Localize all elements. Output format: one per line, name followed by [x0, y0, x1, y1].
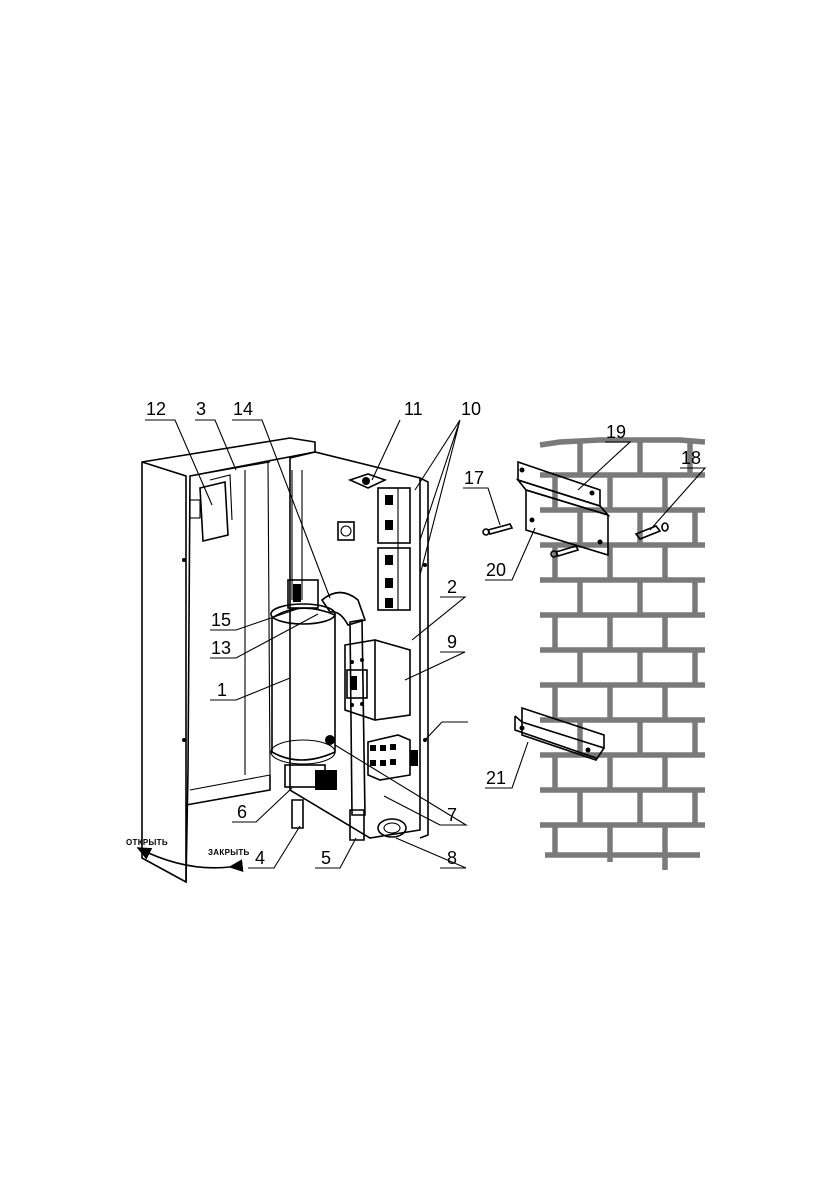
- callout-18: 18: [681, 448, 701, 468]
- callout-4: 4: [255, 848, 265, 868]
- callout-14: 14: [233, 399, 253, 419]
- heater-housing: [141, 437, 429, 884]
- callout-10: 10: [461, 399, 481, 419]
- callout-9: 9: [447, 632, 457, 652]
- callout-1: 1: [217, 680, 227, 700]
- close-label: ЗАКРЫТЬ: [208, 848, 250, 857]
- callout-15: 15: [211, 610, 231, 630]
- callout-13: 13: [211, 638, 231, 658]
- terminal-block: [367, 734, 418, 781]
- callout-6: 6: [237, 802, 247, 822]
- bottom-fittings: [284, 764, 407, 841]
- wall-screws: [482, 522, 669, 558]
- callout-2: 2: [447, 577, 457, 597]
- leader-lines: [145, 419, 707, 869]
- upper-wall-bracket: [515, 460, 611, 557]
- contactor: [344, 639, 411, 721]
- callout-7: 7: [447, 805, 457, 825]
- callout-19: 19: [606, 422, 626, 442]
- boiler-tank: [270, 579, 367, 816]
- brick-wall: [539, 437, 706, 870]
- circuit-breakers: [377, 487, 411, 611]
- callout-11: 11: [404, 399, 423, 419]
- callout-3: 3: [196, 399, 206, 419]
- callout-5: 5: [321, 848, 331, 868]
- callout-21: 21: [486, 768, 506, 788]
- callout-12: 12: [146, 399, 166, 419]
- lower-wall-bracket: [514, 706, 605, 761]
- callout-17: 17: [464, 468, 484, 488]
- open-label: ОТКРЫТЬ: [126, 838, 168, 847]
- callout-8: 8: [447, 848, 457, 868]
- door-swing-arrow: [136, 847, 244, 872]
- callout-numbers: 12 3 14 11 10 19 18 17 20 2 15 13 9 1 21…: [146, 399, 701, 868]
- callout-20: 20: [486, 560, 506, 580]
